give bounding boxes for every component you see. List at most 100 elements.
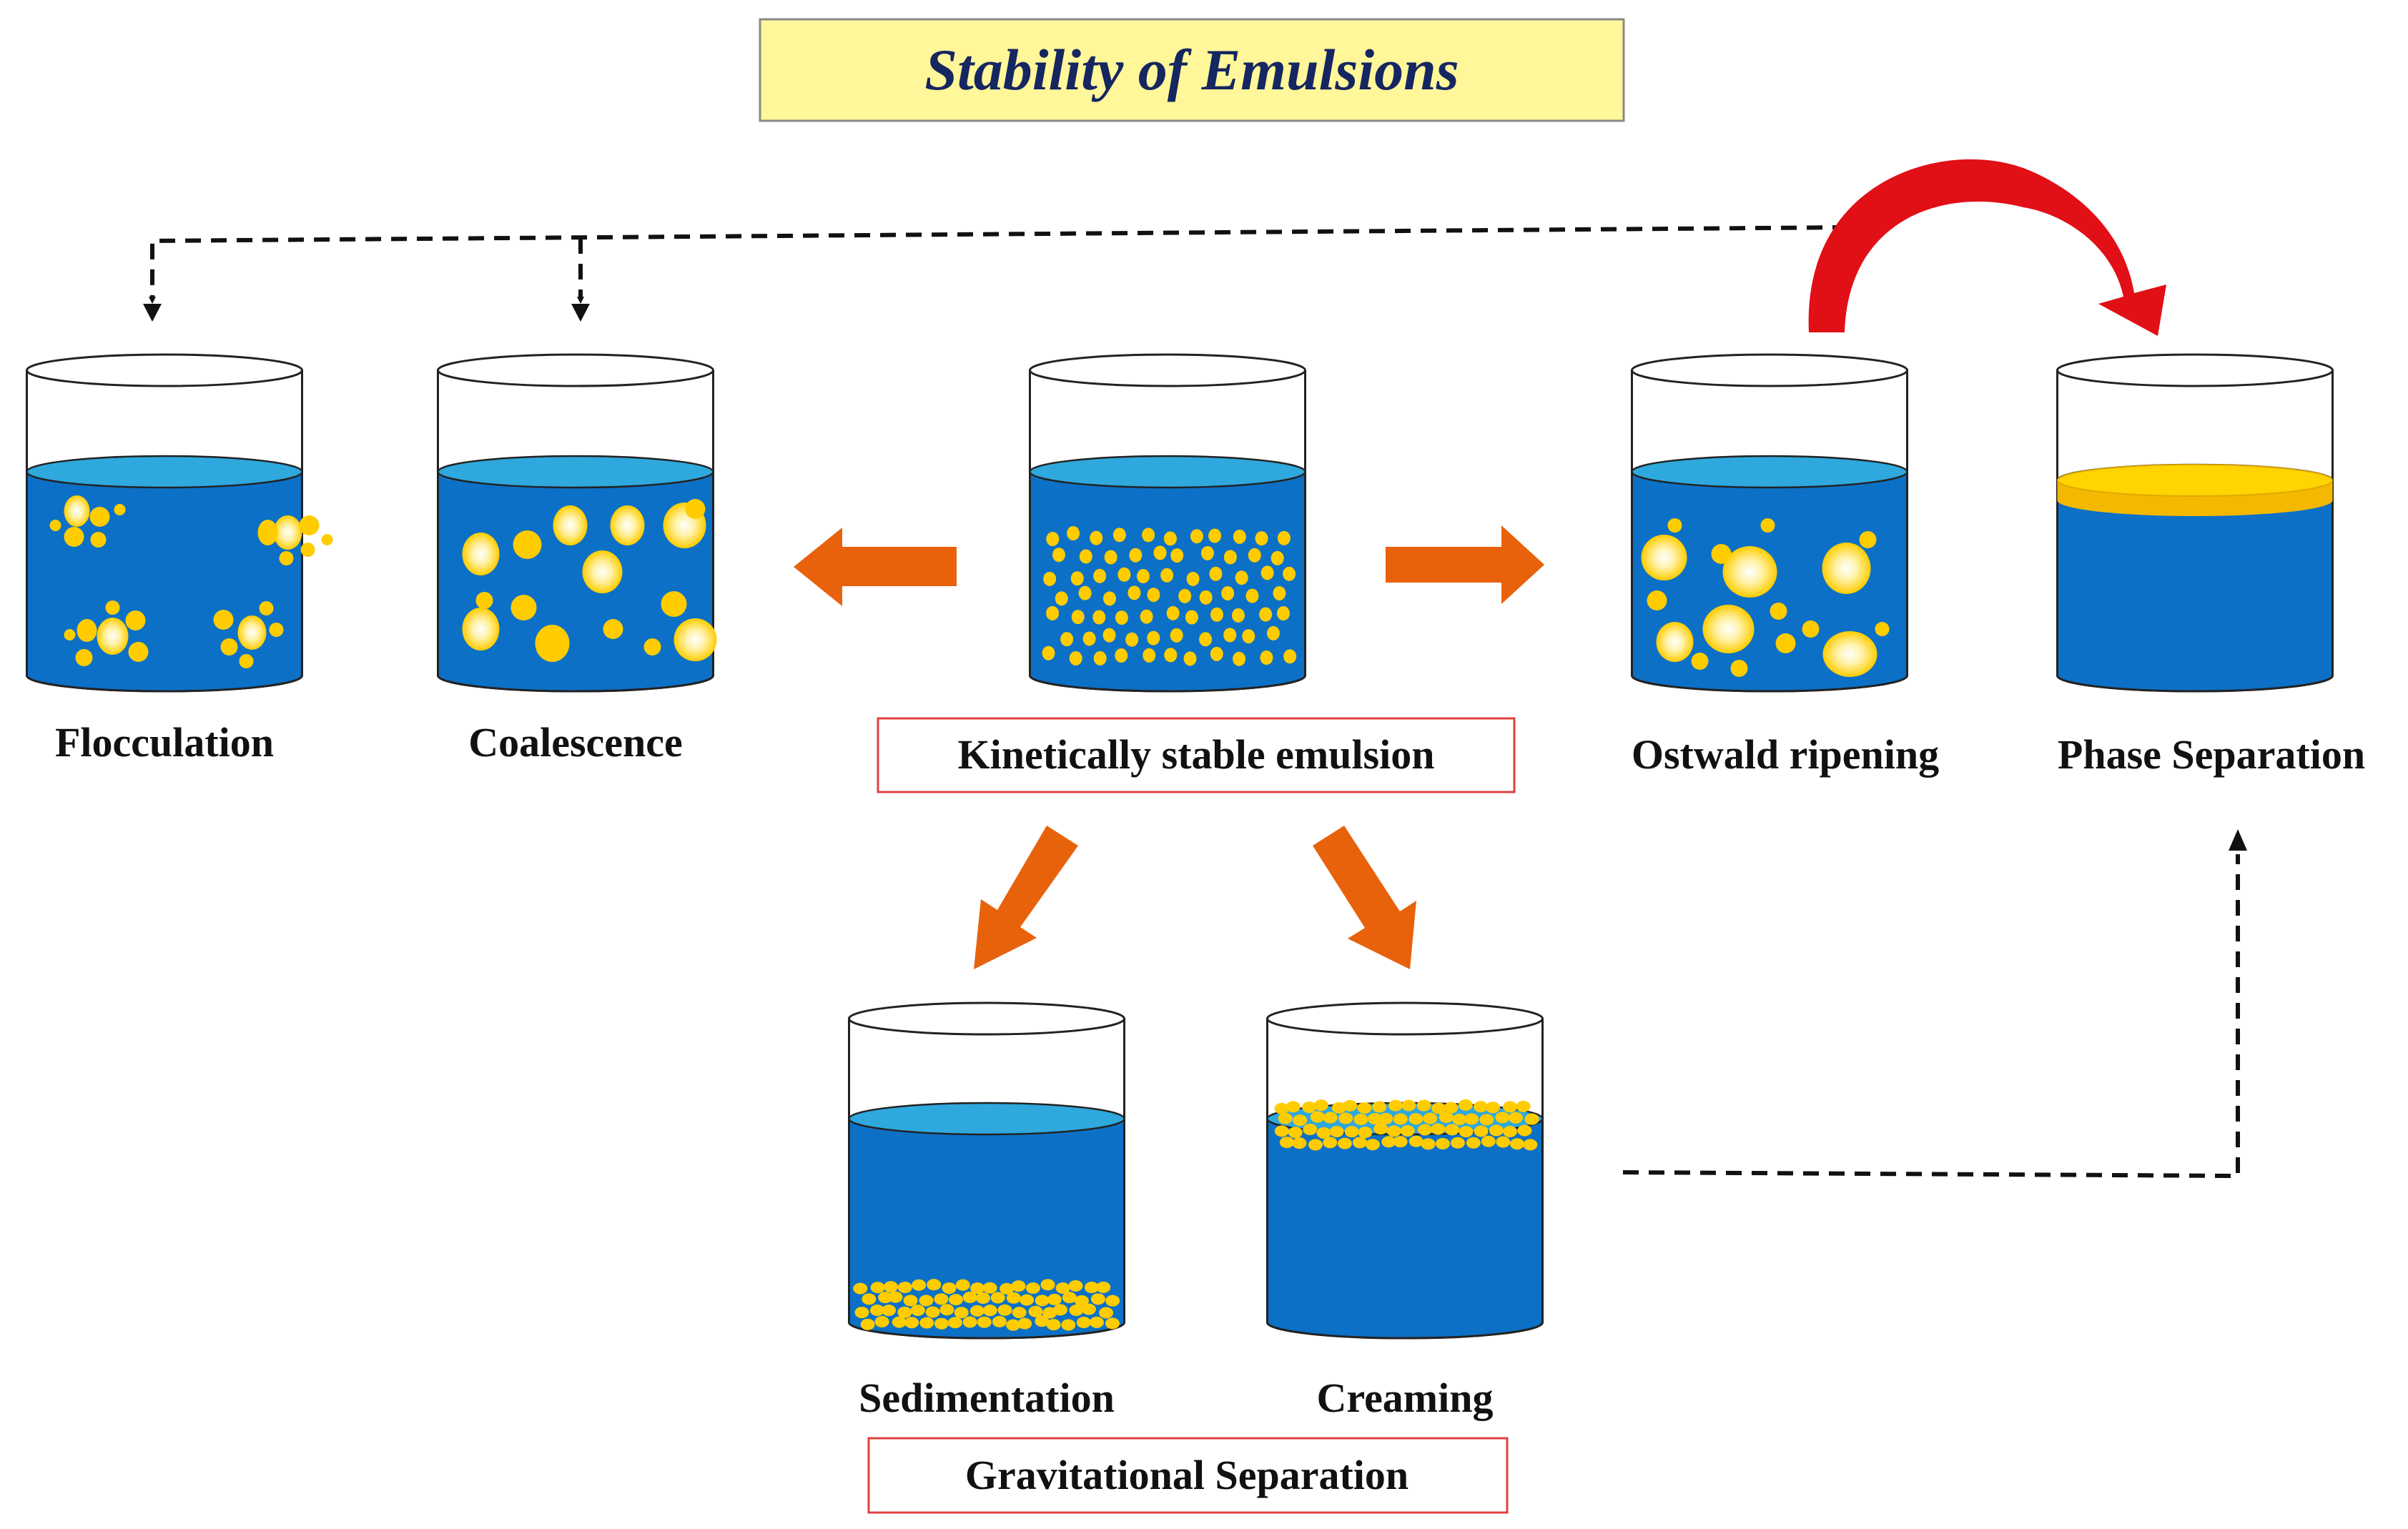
block-arrow-icon-right xyxy=(1386,525,1544,604)
droplet-icon xyxy=(947,1317,962,1329)
beaker-ostwald-ripening xyxy=(1631,353,1908,693)
droplet-icon xyxy=(1323,1112,1338,1124)
droplet-icon xyxy=(475,592,493,609)
droplet-icon xyxy=(869,1305,884,1317)
droplet-icon xyxy=(853,1282,868,1295)
droplet-icon xyxy=(1277,530,1291,545)
droplet-icon xyxy=(510,595,537,620)
phase-separation-label: Phase Separation xyxy=(2058,731,2365,778)
droplet-icon xyxy=(1199,590,1213,605)
droplet-icon xyxy=(975,1292,990,1305)
droplet-icon xyxy=(1702,605,1755,653)
droplet-icon xyxy=(1210,607,1224,622)
droplet-icon xyxy=(1043,571,1057,586)
droplet-icon xyxy=(299,515,320,535)
droplet-icon xyxy=(1046,605,1060,620)
droplet-icon xyxy=(1293,1114,1308,1127)
droplet-icon xyxy=(1147,630,1160,645)
droplet-icon xyxy=(1485,1102,1500,1114)
droplet-icon xyxy=(1093,650,1107,665)
droplet-icon xyxy=(1711,544,1732,564)
droplet-icon xyxy=(1245,588,1259,603)
droplet-icon xyxy=(897,1282,912,1294)
droplet-icon xyxy=(89,507,110,527)
droplet-icon xyxy=(1099,1307,1114,1319)
droplet-icon xyxy=(1859,531,1877,548)
droplet-icon xyxy=(1489,1124,1504,1137)
droplet-icon xyxy=(1259,607,1273,622)
droplet-icon xyxy=(1495,1112,1510,1124)
droplet-icon xyxy=(1223,628,1237,643)
droplet-icon xyxy=(1046,532,1060,547)
droplet-icon xyxy=(1255,531,1268,546)
droplet-icon xyxy=(237,615,267,650)
droplet-icon xyxy=(1090,530,1103,545)
droplet-icon xyxy=(962,1291,977,1303)
droplet-icon xyxy=(1378,1112,1393,1124)
droplet-icon xyxy=(1372,1101,1387,1113)
droplet-icon xyxy=(1431,1123,1446,1135)
droplet-icon xyxy=(273,515,302,550)
droplet-icon xyxy=(1288,1127,1303,1139)
dashed-arrow-icon xyxy=(149,225,1849,304)
droplet-icon xyxy=(1235,570,1248,585)
droplet-icon xyxy=(919,1295,934,1307)
droplet-icon xyxy=(1035,1295,1050,1307)
coalescence-label: Coalescence xyxy=(468,719,683,766)
droplet-icon xyxy=(1178,588,1192,603)
droplet-icon xyxy=(1292,1137,1307,1149)
droplet-icon xyxy=(1084,1282,1099,1294)
droplet-icon xyxy=(910,1304,925,1316)
droplet-icon xyxy=(1186,571,1200,586)
droplet-icon xyxy=(1310,1111,1325,1123)
droplet-icon xyxy=(603,619,623,639)
droplet-icon xyxy=(1142,528,1155,543)
droplet-icon xyxy=(1400,1124,1415,1137)
droplet-icon xyxy=(1431,1102,1446,1114)
droplet-icon xyxy=(982,1305,997,1317)
beakers-group xyxy=(26,353,2334,1340)
droplet-icon xyxy=(1343,1099,1358,1112)
droplet-icon xyxy=(1388,1099,1403,1112)
droplet-icon xyxy=(1115,648,1128,663)
droplet-icon xyxy=(1055,1282,1070,1295)
block-arrow-icon-down-right xyxy=(1313,826,1416,969)
droplet-icon xyxy=(1046,1319,1061,1331)
droplet-icon xyxy=(1691,653,1709,670)
droplet-icon xyxy=(1006,1319,1021,1331)
droplet-icon xyxy=(1079,549,1092,564)
droplet-icon xyxy=(1373,1123,1388,1135)
droplet-icon xyxy=(1069,650,1082,665)
droplet-icon xyxy=(1060,632,1074,647)
droplet-icon xyxy=(1408,1135,1423,1147)
droplet-icon xyxy=(685,499,706,519)
droplet-icon xyxy=(939,1304,954,1316)
droplet-icon xyxy=(1163,531,1177,546)
droplet-icon xyxy=(1802,620,1820,638)
droplet-icon xyxy=(1509,1112,1524,1124)
droplet-icon xyxy=(1078,585,1092,600)
droplet-icon xyxy=(661,591,687,617)
droplet-icon xyxy=(1641,535,1687,580)
sedimentation-label: Sedimentation xyxy=(859,1375,1115,1421)
droplet-icon xyxy=(1279,1137,1294,1149)
ostwald-label: Ostwald ripening xyxy=(1632,731,1939,778)
droplet-icon xyxy=(927,1279,942,1291)
droplet-icon xyxy=(1417,1124,1432,1136)
block-arrow-icon-left xyxy=(794,528,957,606)
droplet-icon xyxy=(1367,1113,1382,1125)
droplet-icon xyxy=(925,1306,940,1318)
title-box: Stability of Emulsions xyxy=(759,18,1625,122)
droplet-icon xyxy=(860,1318,875,1330)
beaker-coalescence xyxy=(437,353,717,693)
droplet-icon xyxy=(1822,543,1871,594)
droplet-icon xyxy=(1338,1112,1353,1124)
droplet-icon xyxy=(1103,591,1117,606)
droplet-icon xyxy=(1069,1304,1084,1316)
droplet-icon xyxy=(1274,1102,1289,1114)
droplet-icon xyxy=(970,1282,985,1295)
droplet-icon xyxy=(128,642,149,662)
droplet-icon xyxy=(1223,550,1237,565)
droplet-icon xyxy=(1185,610,1198,625)
droplet-icon xyxy=(673,618,717,661)
